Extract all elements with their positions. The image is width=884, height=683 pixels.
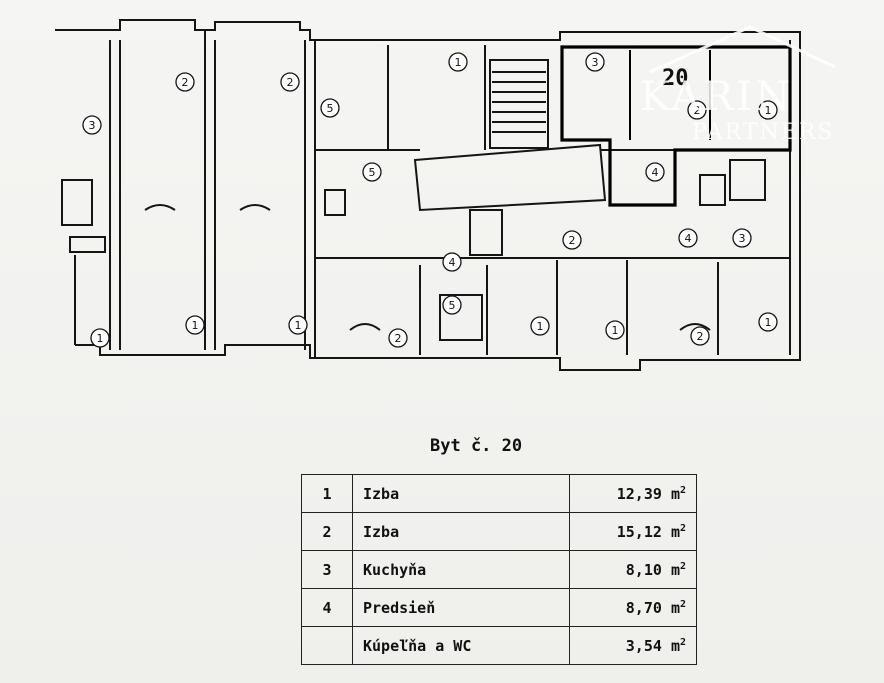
room-name: Kúpeľňa a WC bbox=[352, 626, 570, 665]
room-area-value: 3,54 bbox=[625, 636, 662, 655]
room-number bbox=[301, 626, 353, 665]
watermark-partners: PARTNERS bbox=[692, 120, 835, 145]
svg-text:1: 1 bbox=[192, 319, 199, 332]
svg-text:2: 2 bbox=[694, 104, 701, 117]
svg-text:1: 1 bbox=[455, 56, 462, 69]
svg-text:1: 1 bbox=[765, 104, 772, 117]
room-area: 8,70 m2 bbox=[569, 588, 697, 627]
svg-text:3: 3 bbox=[739, 232, 746, 245]
svg-text:1: 1 bbox=[537, 320, 544, 333]
room-name: Kuchyňa bbox=[352, 550, 570, 589]
svg-text:1: 1 bbox=[97, 332, 104, 345]
svg-text:4: 4 bbox=[685, 232, 692, 245]
area-unit: m bbox=[670, 598, 680, 617]
svg-text:2: 2 bbox=[697, 330, 704, 343]
area-unit-exponent: 2 bbox=[679, 484, 686, 496]
svg-text:1: 1 bbox=[295, 319, 302, 332]
room-area-value: 15,12 bbox=[616, 522, 662, 541]
area-unit-exponent: 2 bbox=[679, 636, 686, 648]
room-area-value: 12,39 bbox=[616, 484, 662, 503]
svg-text:5: 5 bbox=[327, 102, 334, 115]
svg-text:1: 1 bbox=[765, 316, 772, 329]
room-area: 3,54 m2 bbox=[569, 626, 697, 665]
svg-text:1: 1 bbox=[612, 324, 619, 337]
apartment-title: Byt č. 20 bbox=[430, 436, 523, 456]
room-number: 1 bbox=[301, 474, 353, 513]
svg-text:5: 5 bbox=[369, 166, 376, 179]
room-name: Izba bbox=[352, 512, 570, 551]
svg-text:2: 2 bbox=[287, 76, 294, 89]
room-area: 8,10 m2 bbox=[569, 550, 697, 589]
svg-text:3: 3 bbox=[592, 56, 599, 69]
area-unit: m bbox=[670, 522, 680, 541]
room-number: 3 bbox=[301, 550, 353, 589]
svg-text:3: 3 bbox=[89, 119, 96, 132]
area-unit-exponent: 2 bbox=[679, 560, 686, 572]
room-area-value: 8,70 bbox=[625, 598, 662, 617]
svg-text:4: 4 bbox=[652, 166, 659, 179]
watermark-karin: KARIN bbox=[640, 74, 794, 120]
svg-text:5: 5 bbox=[449, 299, 456, 312]
room-name: Predsieň bbox=[352, 588, 570, 627]
karin-partners-watermark: KARIN PARTNERS bbox=[630, 22, 845, 172]
area-unit: m bbox=[670, 636, 680, 655]
room-name: Izba bbox=[352, 474, 570, 513]
house-roof-icon bbox=[649, 25, 836, 74]
room-area-value: 8,10 bbox=[625, 560, 662, 579]
svg-text:2: 2 bbox=[395, 332, 402, 345]
unit-number-label: 20 bbox=[662, 66, 689, 91]
room-area: 12,39 m2 bbox=[569, 474, 697, 513]
area-unit-exponent: 2 bbox=[679, 522, 686, 534]
room-number: 4 bbox=[301, 588, 353, 627]
floor-plan-drawing: 2 2 3 5 1 5 4 5 2 4 3 3 2 1 4 1 1 1 2 1 1 2 1 20 bbox=[55, 19, 801, 371]
svg-text:4: 4 bbox=[449, 256, 456, 269]
room-area: 15,12 m2 bbox=[569, 512, 697, 551]
svg-text:2: 2 bbox=[182, 76, 189, 89]
svg-text:2: 2 bbox=[569, 234, 576, 247]
area-unit-exponent: 2 bbox=[679, 598, 686, 610]
area-unit: m bbox=[670, 484, 680, 503]
area-unit: m bbox=[670, 560, 680, 579]
room-number: 2 bbox=[301, 512, 353, 551]
